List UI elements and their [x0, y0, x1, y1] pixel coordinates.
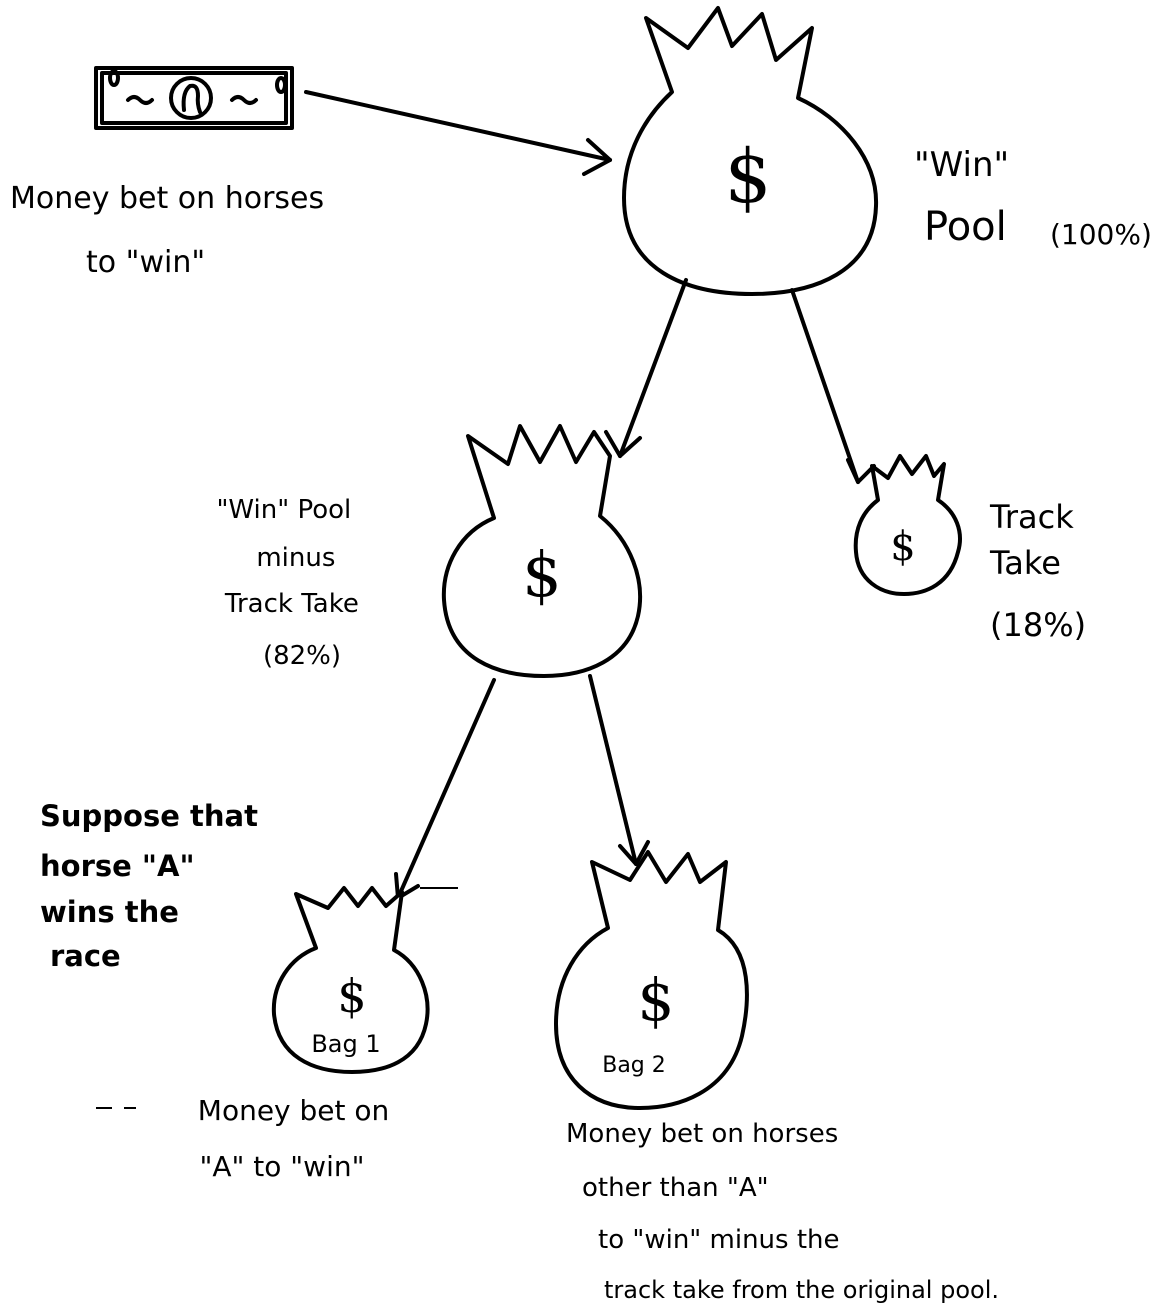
- win-pool-dollar: $: [724, 134, 771, 220]
- track-take-dollar: $: [890, 524, 915, 570]
- bag-1-label: Bag 1: [311, 1030, 380, 1058]
- arrow-minus-to-bag2: [588, 674, 650, 866]
- win-pool-percent: (100%): [1050, 218, 1152, 251]
- bag-1-caption: Money bet on "A" to "win": [198, 1094, 398, 1183]
- track-take-bag: $: [853, 454, 962, 596]
- bag-2-dollar: $: [638, 966, 675, 1034]
- money-bet-label: Money bet on horses to "win": [10, 181, 334, 280]
- arrow-pool-to-take: [790, 288, 876, 484]
- bag-2-caption: Money bet on horses other than "A" to "w…: [566, 1119, 999, 1304]
- bag-2: $ Bag 2: [554, 850, 749, 1110]
- pool-minus-dollar: $: [522, 538, 561, 611]
- pool-minus-bag: $: [441, 424, 643, 678]
- arrow-minus-to-bag1: [394, 678, 496, 900]
- suppose-label: Suppose that horse "A" wins the race: [40, 799, 268, 973]
- dollar-bill-icon: [94, 66, 294, 130]
- bag-2-label: Bag 2: [602, 1053, 666, 1078]
- arrow-pool-to-minus: [604, 278, 688, 458]
- bag-1-dollar: $: [337, 969, 366, 1023]
- win-pool-label: "Win" Pool: [914, 145, 1020, 250]
- arrow-bill-to-pool: [304, 90, 612, 176]
- win-pool-bag: $: [622, 6, 879, 296]
- bag-1: $ Bag 1: [271, 886, 430, 1074]
- track-take-label: Track Take (18%): [989, 498, 1086, 644]
- stray-marks: [96, 887, 458, 1109]
- pool-minus-label: "Win" Pool minus Track Take (82%): [216, 495, 367, 671]
